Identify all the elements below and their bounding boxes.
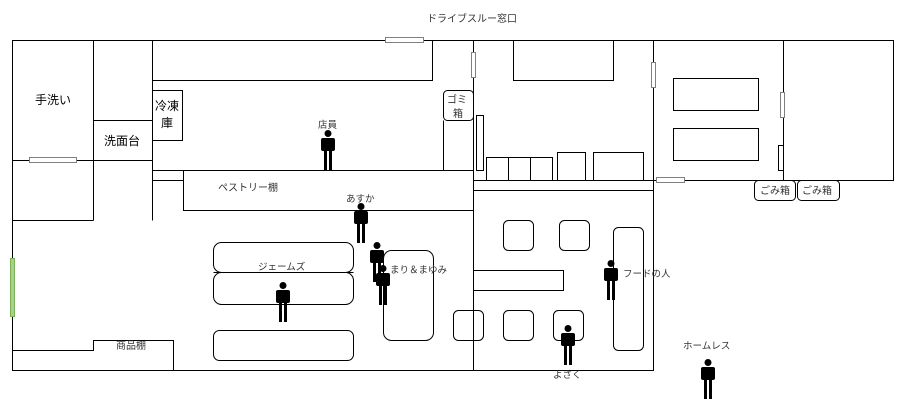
table-food-person	[613, 227, 644, 351]
person-label-clerk: 店員	[318, 119, 338, 131]
trash-box-2	[797, 180, 840, 201]
freezer-label-1: 冷凍	[155, 99, 179, 113]
pastry-shelf-label: ペストリー棚	[218, 181, 278, 194]
person-asuka-icon	[354, 203, 368, 243]
freezer	[152, 90, 183, 141]
main-building-outline	[12, 40, 654, 371]
person-label-food-person: フードの人	[623, 269, 671, 280]
person-mari-icon	[370, 242, 384, 282]
drive-thru-window-label: ドライブスルー窓口	[427, 12, 517, 25]
table-mari-mayumi	[383, 250, 434, 341]
person-label-mari-mayumi: まり＆まゆみ	[390, 265, 447, 276]
drive-thru-window[interactable]	[385, 37, 424, 43]
person-yosaku-icon	[561, 325, 575, 365]
hand-wash-label: 手洗い	[35, 93, 71, 107]
trash-box-1-label: ごみ箱	[760, 184, 790, 197]
person-food-person-icon	[604, 260, 618, 300]
person-james-icon	[276, 282, 290, 322]
washbasin-label: 洗面台	[104, 133, 140, 148]
freezer-label-2: 庫	[161, 116, 173, 130]
person-label-james: ジェームズ	[258, 261, 306, 273]
person-label-homeless: ホームレス	[683, 341, 730, 352]
trash-box-1	[754, 180, 796, 201]
kitchen-trash-label-1: ゴミ	[447, 93, 467, 106]
person-label-yosaku: よさく	[553, 370, 582, 381]
person-clerk-icon	[321, 130, 335, 170]
product-shelf-label: 商品棚	[116, 339, 146, 352]
person-label-asuka: あすか	[346, 194, 375, 205]
person-mayumi-icon	[376, 265, 390, 305]
product-shelf	[12, 340, 174, 371]
trash-box-2-label: ごみ箱	[802, 184, 832, 197]
kitchen-trash-label-2: 箱	[453, 107, 463, 120]
entrance-door[interactable]	[10, 258, 15, 317]
table-bottom	[213, 330, 354, 361]
person-homeless-icon	[701, 359, 715, 399]
